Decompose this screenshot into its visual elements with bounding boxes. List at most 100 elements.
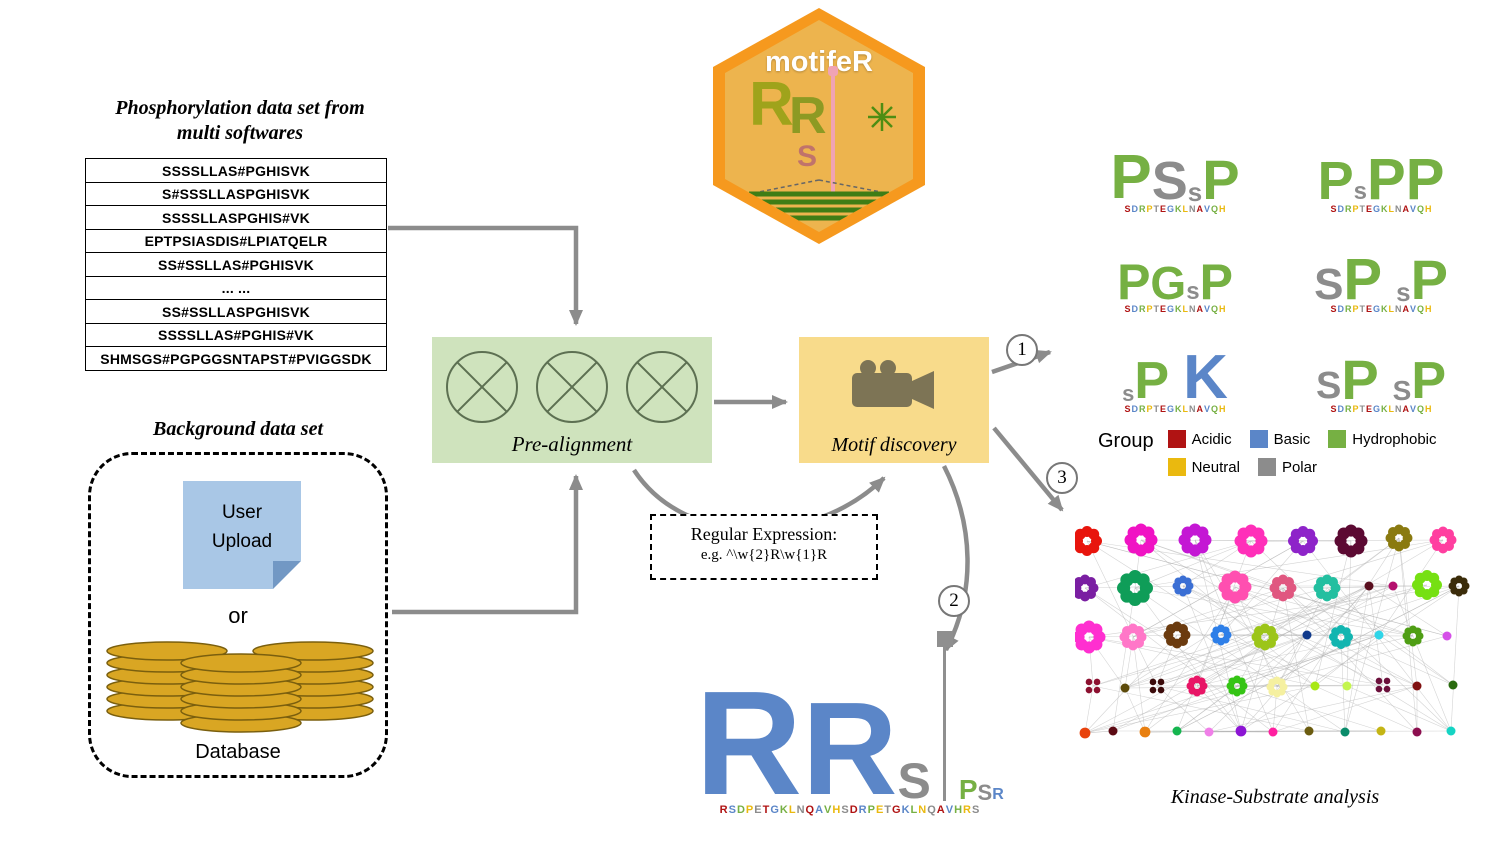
sequence-row: ... ... xyxy=(85,275,387,301)
logo-letter: P xyxy=(1367,146,1406,212)
noise-letter: E xyxy=(875,804,884,816)
logo-letter: s xyxy=(1187,176,1203,207)
noise-letter: L xyxy=(1388,304,1395,314)
noise-letter: T xyxy=(1359,304,1365,314)
noise-letter: A xyxy=(1402,404,1410,414)
network-node xyxy=(1288,526,1318,556)
logo-letter-r2: R xyxy=(789,87,827,145)
sequence-row: EPTPSIASDIS#LPIATQELR xyxy=(85,228,387,254)
network-node xyxy=(1139,726,1151,738)
logo-letter: S xyxy=(897,753,931,809)
network-node xyxy=(1172,575,1194,597)
noise-letter: N xyxy=(1395,304,1402,314)
sequence-row: S#SSSLLASPGHISVK xyxy=(85,181,387,207)
note-fold-icon xyxy=(273,561,301,589)
noise-letter: A xyxy=(936,804,945,816)
arrow-background-to-prealign xyxy=(392,474,583,615)
noise-letter: E xyxy=(1365,204,1372,214)
noise-letter: S xyxy=(841,804,849,816)
noise-letter: D xyxy=(736,804,745,816)
noise-letter: A xyxy=(1196,404,1204,414)
user-upload-label: User Upload xyxy=(211,502,273,552)
logo-letter: s xyxy=(1186,278,1200,306)
network-node xyxy=(1075,620,1106,654)
noise-letter: H xyxy=(1425,204,1432,214)
noise-letter: K xyxy=(901,804,910,816)
noise-letter: E xyxy=(1159,404,1166,414)
network-node xyxy=(1448,680,1458,690)
circle-x-icon xyxy=(536,351,608,423)
network-node xyxy=(1119,623,1147,651)
logo-letter: R xyxy=(695,660,803,826)
noise-letter: S xyxy=(971,804,980,816)
noise-letter: L xyxy=(1388,204,1395,214)
noise-letter: V xyxy=(824,804,832,816)
database-icon xyxy=(106,641,374,733)
noise-letter: H xyxy=(1425,404,1432,414)
noise-letter: T xyxy=(1153,404,1159,414)
sequence-row: SS#SSLLASPGHISVK xyxy=(85,299,387,324)
logo-letter: P xyxy=(1341,348,1379,412)
noise-letter: G xyxy=(770,804,779,816)
network-node xyxy=(1412,727,1422,737)
logo-letter: K xyxy=(1183,342,1228,412)
logo-letter: P xyxy=(958,774,978,806)
noise-letter: G xyxy=(1373,404,1381,414)
noise-letter: S xyxy=(1330,304,1337,314)
network-node xyxy=(1340,727,1350,737)
noise-letter: N xyxy=(1395,404,1402,414)
noise-letter: S xyxy=(1330,404,1337,414)
logo-letter: s xyxy=(1122,380,1135,406)
network-node xyxy=(1120,683,1130,693)
logo-letter xyxy=(1379,386,1393,402)
logo-letter xyxy=(1382,286,1396,302)
network-node xyxy=(1235,725,1247,737)
noise-letter: R xyxy=(1344,404,1352,414)
pink-pin-icon xyxy=(828,66,838,192)
phosphosite-pin-icon xyxy=(936,631,953,801)
noise-letter: A xyxy=(1196,304,1204,314)
noise-letter: P xyxy=(1352,204,1359,214)
step-1-badge: 1 xyxy=(1006,334,1038,366)
network-node xyxy=(1302,630,1312,640)
noise-letter: Q xyxy=(805,804,815,816)
noise-letter: V xyxy=(1410,304,1417,314)
logo-letter: s xyxy=(1396,276,1411,307)
noise-letter: D xyxy=(1131,204,1138,214)
noise-letter: P xyxy=(1352,404,1359,414)
step-2-badge: 2 xyxy=(938,585,970,617)
motif-discovery-label: Motif discovery xyxy=(831,434,957,456)
video-camera-icon xyxy=(852,360,934,409)
logo-letter: P xyxy=(1405,146,1445,212)
or-label: or xyxy=(228,603,248,628)
noise-letter: D xyxy=(1337,304,1344,314)
noise-letter: K xyxy=(1175,404,1182,414)
noise-letter: E xyxy=(1159,204,1166,214)
noise-letter: L xyxy=(1182,404,1189,414)
noise-letter: T xyxy=(1153,304,1159,314)
noise-letter: N xyxy=(918,804,927,816)
phospho-title-line2: multi softwares xyxy=(176,122,304,144)
legend-item: Acidic xyxy=(1167,430,1232,448)
logo-letter: P xyxy=(1134,352,1170,411)
network-node xyxy=(1172,726,1182,736)
logo-letter: S xyxy=(1314,259,1344,309)
network-node xyxy=(1304,726,1314,736)
noise-letter: H xyxy=(1425,304,1432,314)
noise-letter: S xyxy=(1124,404,1131,414)
logo-letter: R xyxy=(802,675,898,823)
noise-letter: G xyxy=(1167,404,1175,414)
noise-letter: L xyxy=(1182,304,1189,314)
noise-letter: R xyxy=(858,804,867,816)
noise-letter: V xyxy=(1204,404,1211,414)
network-node xyxy=(1234,524,1268,558)
network-node xyxy=(1204,727,1214,737)
sequence-row: SSSSLLAS#PGHISVK xyxy=(85,158,387,183)
